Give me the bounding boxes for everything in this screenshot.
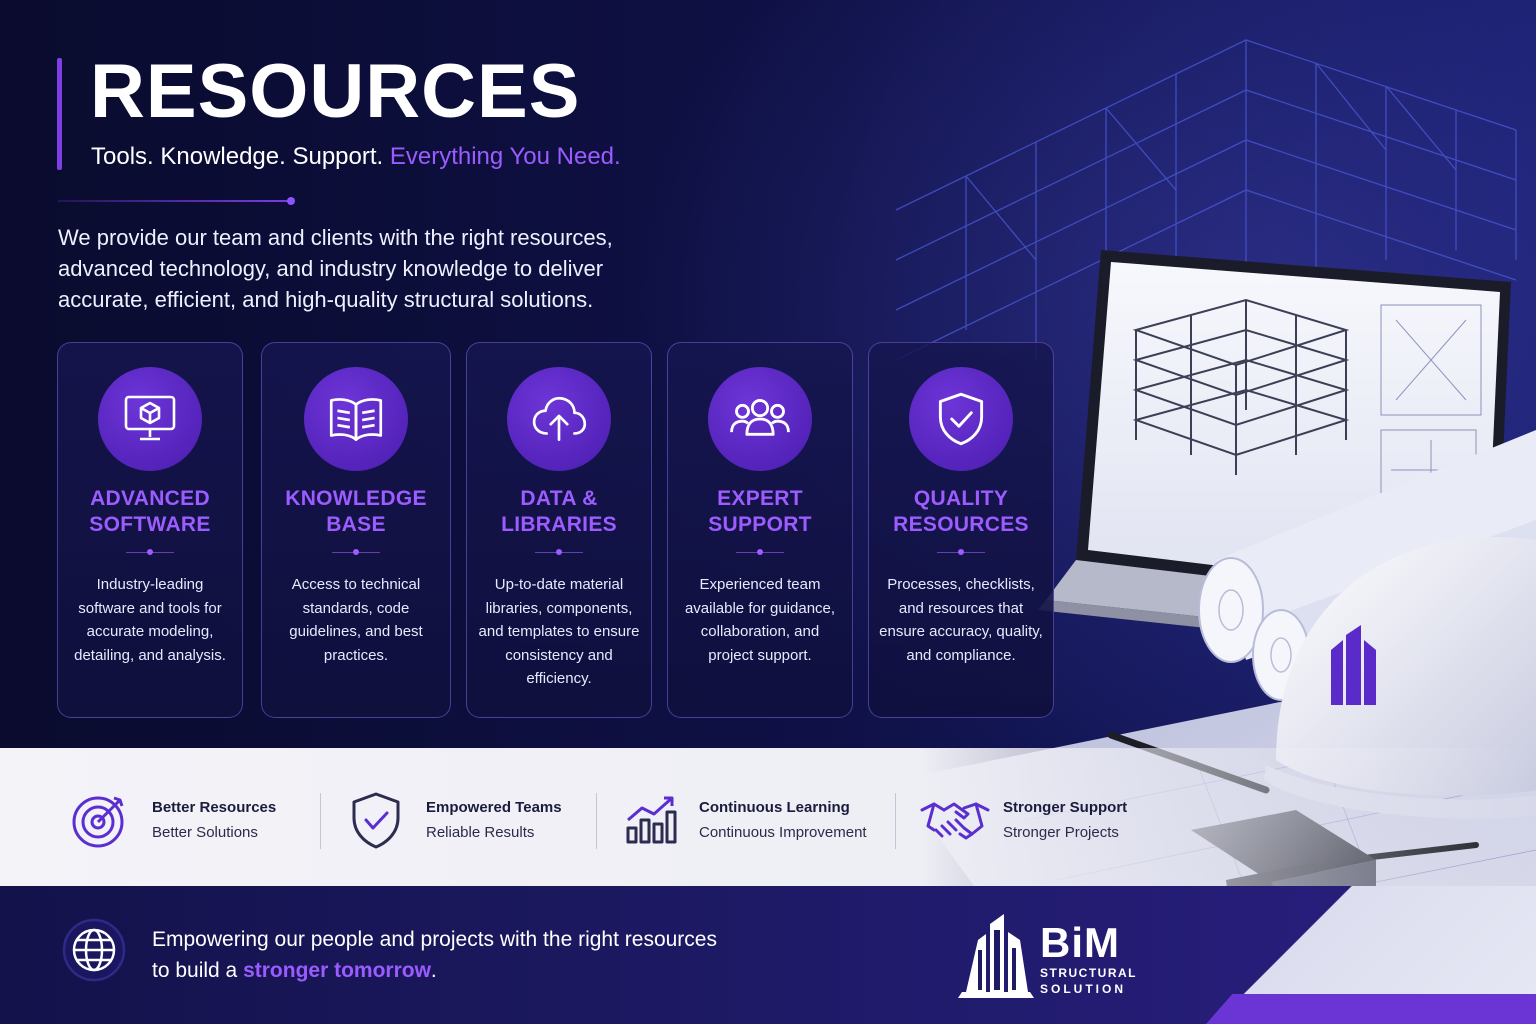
page-title: RESOURCES	[90, 49, 581, 134]
feature-continuous-learning: Continuous Learning Continuous Improveme…	[622, 790, 892, 850]
card-description: Experienced team available for guidance,…	[684, 576, 836, 664]
feature-separator	[596, 793, 597, 849]
feature-band	[0, 748, 1536, 886]
footer-accent-stripe	[1206, 994, 1536, 1024]
subtitle-text: Tools. Knowledge. Support.	[91, 143, 384, 170]
company-logo-icon	[958, 914, 1034, 998]
card-divider-dot	[147, 549, 153, 555]
card-divider-dot	[353, 549, 359, 555]
card-quality-resources: QUALITY RESOURCES Processes, checklists,…	[868, 342, 1054, 718]
card-description: Access to technical standards, code guid…	[289, 576, 423, 664]
globe-icon	[62, 918, 126, 982]
footer-line-2-text: to build a	[152, 959, 238, 982]
header-divider-dot	[287, 197, 295, 205]
subtitle-highlight: Everything You Need.	[389, 143, 621, 170]
footer-line-1: Empowering our people and projects with …	[152, 928, 717, 951]
card-divider-dot	[958, 549, 964, 555]
card-divider-dot	[556, 549, 562, 555]
feature-subtitle: Continuous Improvement	[699, 824, 867, 841]
feature-separator	[320, 793, 321, 849]
footer-line-2-end: .	[430, 959, 437, 982]
monitor-cube-icon	[98, 367, 202, 471]
card-description: Industry-leading software and tools for …	[74, 576, 226, 664]
growth-chart-icon	[626, 796, 677, 844]
feature-subtitle: Better Solutions	[152, 824, 258, 841]
card-description: Processes, checklists, and resources tha…	[879, 576, 1043, 664]
footer-line-2: to build a stronger tomorrow.	[152, 955, 772, 986]
title-accent-bar	[57, 58, 62, 170]
handshake-icon	[920, 802, 990, 840]
card-title: EXPERT SUPPORT	[708, 487, 812, 536]
open-book-icon	[304, 367, 408, 471]
target-icon	[72, 796, 124, 848]
feature-stronger-support: Stronger Support Stronger Projects	[920, 790, 1160, 850]
shield-check-icon	[909, 367, 1013, 471]
footer-tagline: Empowering our people and projects with …	[152, 924, 772, 986]
feature-subtitle: Stronger Projects	[1003, 824, 1119, 841]
page-subtitle: Tools. Knowledge. Support. Everything Yo…	[91, 143, 621, 171]
card-title: ADVANCED SOFTWARE	[89, 487, 211, 536]
card-title: DATA & LIBRARIES	[501, 487, 617, 536]
card-knowledge-base: KNOWLEDGE BASE Access to technical stand…	[261, 342, 451, 718]
logo-tagline-1: STRUCTURAL	[1040, 966, 1137, 980]
cloud-upload-icon	[507, 367, 611, 471]
feature-subtitle: Reliable Results	[426, 824, 535, 841]
feature-title: Better Resources	[152, 799, 277, 816]
card-advanced-software: ADVANCED SOFTWARE Industry-leading softw…	[57, 342, 243, 718]
footer-highlight: stronger tomorrow	[243, 959, 431, 982]
header-divider	[58, 200, 294, 202]
feature-empowered-teams: Empowered Teams Reliable Results	[346, 790, 586, 850]
card-title: KNOWLEDGE BASE	[285, 487, 427, 536]
intro-paragraph: We provide our team and clients with the…	[58, 225, 613, 312]
feature-separator	[895, 793, 896, 849]
card-divider-dot	[757, 549, 763, 555]
logo-wordmark: BiM	[1040, 919, 1120, 966]
team-icon	[708, 367, 812, 471]
card-data-libraries: DATA & LIBRARIES Up-to-date material lib…	[466, 342, 652, 718]
shield-check-icon	[352, 792, 400, 849]
card-title: QUALITY RESOURCES	[893, 487, 1029, 536]
feature-title: Empowered Teams	[426, 799, 562, 816]
card-expert-support: EXPERT SUPPORT Experienced team availabl…	[667, 342, 853, 718]
feature-better-resources: Better Resources Better Solutions	[70, 790, 300, 850]
card-description: Up-to-date material libraries, component…	[478, 576, 640, 687]
feature-title: Stronger Support	[1003, 799, 1128, 816]
logo-tagline-2: SOLUTION	[1040, 982, 1126, 996]
feature-title: Continuous Learning	[699, 799, 850, 816]
resource-cards: ADVANCED SOFTWARE Industry-leading softw…	[57, 342, 1057, 720]
